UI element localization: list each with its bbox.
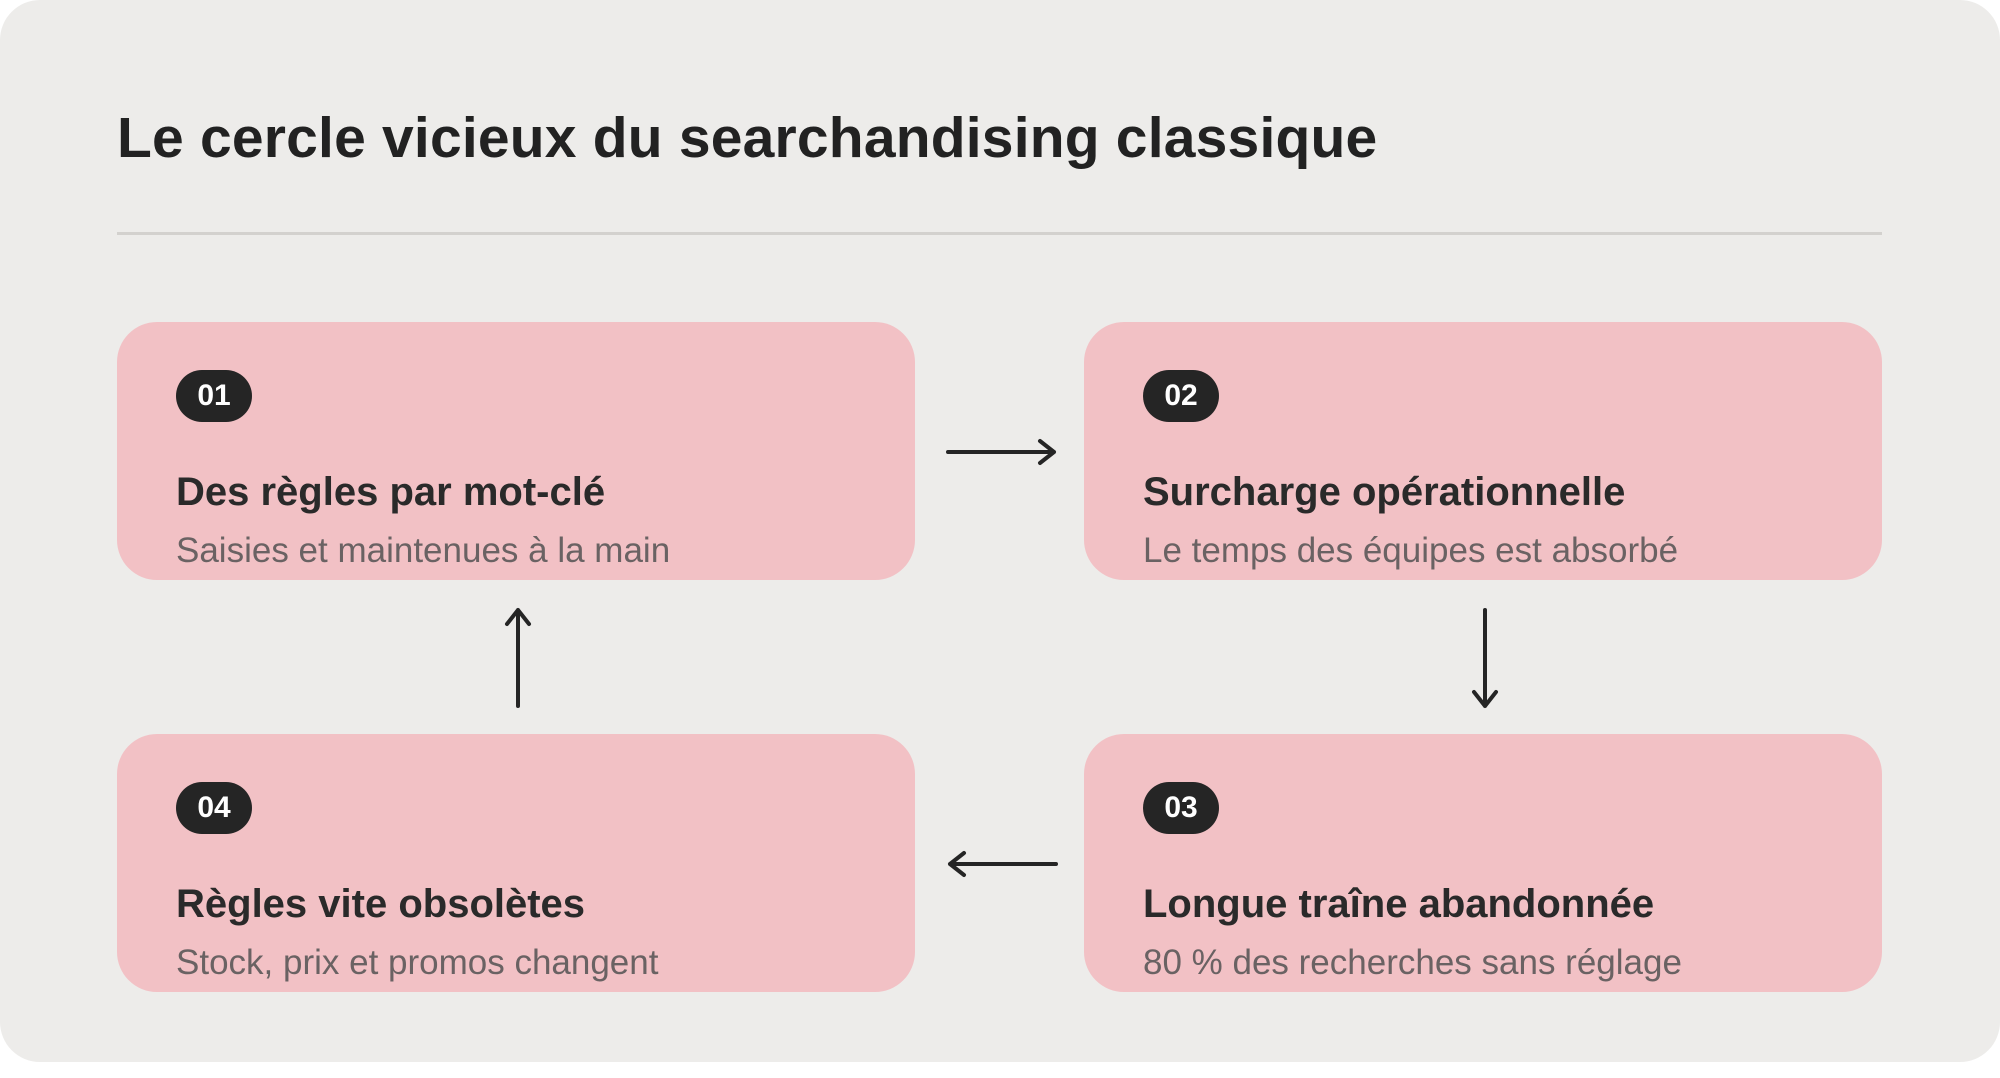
- page-title: Le cercle vicieux du searchandising clas…: [117, 106, 1378, 170]
- step-number-badge: 02: [1143, 370, 1219, 422]
- arrow-right-icon: [946, 439, 1056, 465]
- step-title: Longue traîne abandonnée: [1143, 882, 1655, 926]
- step-card-02: 02 Surcharge opérationnelle Le temps des…: [1084, 322, 1882, 580]
- step-subtitle: 80 % des recherches sans réglage: [1143, 943, 1682, 982]
- step-subtitle: Le temps des équipes est absorbé: [1143, 531, 1679, 570]
- arrow-up-icon: [505, 608, 531, 708]
- step-title: Règles vite obsolètes: [176, 882, 586, 926]
- step-subtitle: Saisies et maintenues à la main: [176, 531, 671, 570]
- step-card-01: 01 Des règles par mot-clé Saisies et mai…: [117, 322, 915, 580]
- step-title: Surcharge opérationnelle: [1143, 470, 1626, 514]
- step-number-badge: 01: [176, 370, 252, 422]
- step-number-badge: 04: [176, 782, 252, 834]
- step-card-03: 03 Longue traîne abandonnée 80 % des rec…: [1084, 734, 1882, 992]
- arrow-left-icon: [948, 851, 1058, 877]
- step-title: Des règles par mot-clé: [176, 470, 606, 514]
- title-divider: [117, 232, 1882, 235]
- arrow-down-icon: [1472, 608, 1498, 708]
- step-number-badge: 03: [1143, 782, 1219, 834]
- step-card-04: 04 Règles vite obsolètes Stock, prix et …: [117, 734, 915, 992]
- step-subtitle: Stock, prix et promos changent: [176, 943, 659, 982]
